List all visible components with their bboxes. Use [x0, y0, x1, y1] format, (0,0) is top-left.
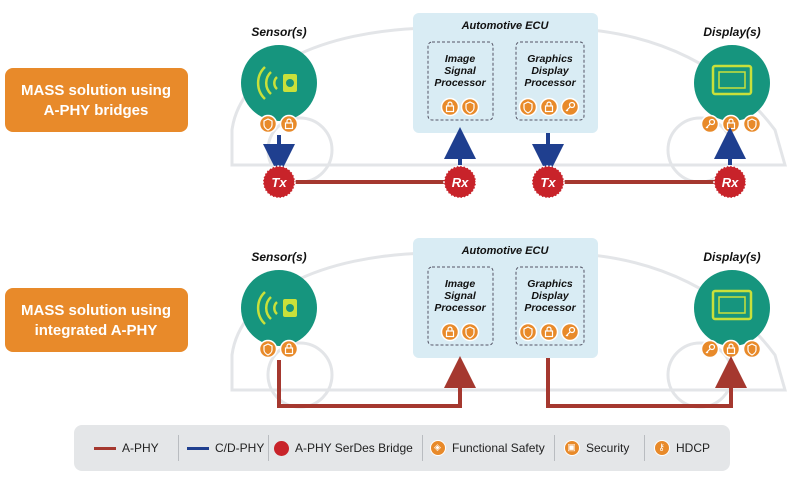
functional-safety-icon [258, 114, 278, 134]
aphy-link [277, 356, 476, 408]
svg-text:Tx: Tx [271, 175, 287, 190]
serdes-bridge-tx: Tx [262, 165, 296, 199]
legend-divider [554, 435, 555, 461]
serdes-bridge-rx: Rx [713, 165, 747, 199]
display-node-2 [694, 270, 770, 346]
legend-aphy-label: A-PHY [122, 441, 159, 455]
functional-safety-icon [460, 97, 480, 117]
sensor-node-1 [241, 45, 317, 121]
display-title-2: Display(s) [703, 250, 760, 264]
hdcp-key-icon: ⚷ [654, 440, 670, 456]
security-lock-icon [539, 97, 559, 117]
legend-cdphy: C/D-PHY [187, 425, 264, 471]
isp-box-2 [427, 266, 494, 346]
functional-safety-icon: ◈ [430, 440, 446, 456]
functional-safety-icon [742, 114, 762, 134]
legend-divider [422, 435, 423, 461]
functional-safety-icon [258, 339, 278, 359]
solution-label-box-1 [5, 68, 188, 132]
functional-safety-icon [518, 322, 538, 342]
legend-functional-safety: ◈ Functional Safety [430, 425, 545, 471]
gdp-box-2 [515, 266, 585, 346]
functional-safety-icon [742, 339, 762, 359]
security-lock-icon [279, 339, 299, 359]
gdp-box-1 [515, 41, 585, 121]
hdcp-key-icon [560, 322, 580, 342]
functional-safety-icon [460, 322, 480, 342]
security-lock-icon [539, 322, 559, 342]
display-monitor-icon [711, 289, 753, 321]
isp-box-1 [427, 41, 494, 121]
legend-bridge-label: A-PHY SerDes Bridge [295, 441, 413, 455]
functional-safety-icon [518, 97, 538, 117]
sensor-node-2 [241, 270, 317, 346]
svg-text:Tx: Tx [540, 175, 556, 190]
legend: A-PHY C/D-PHY A-PHY SerDes Bridge ◈ Func… [74, 425, 730, 471]
legend-divider [178, 435, 179, 461]
legend-security-label: Security [586, 441, 630, 455]
sensor-title-2: Sensor(s) [251, 250, 306, 264]
security-lock-icon [721, 339, 741, 359]
hdcp-key-icon [560, 97, 580, 117]
aphy-link [546, 356, 747, 408]
security-lock-icon [721, 114, 741, 134]
cdphy-line-swatch [187, 446, 209, 450]
serdes-bridge-rx: Rx [443, 165, 477, 199]
legend-cdphy-label: C/D-PHY [215, 441, 265, 455]
hdcp-key-icon [700, 339, 720, 359]
security-lock-icon [279, 114, 299, 134]
hdcp-key-icon [700, 114, 720, 134]
legend-hdcp: ⚷ HDCP [654, 425, 710, 471]
security-lock-icon: ▣ [564, 440, 580, 456]
solution-label-box-2 [5, 288, 188, 352]
security-lock-icon [440, 97, 460, 117]
aphy-line-swatch [94, 446, 116, 450]
ecu-title-2: Automotive ECU [461, 245, 550, 257]
legend-aphy: A-PHY [94, 425, 159, 471]
legend-hdcp-label: HDCP [676, 441, 711, 455]
legend-divider [268, 435, 269, 461]
svg-text:Rx: Rx [722, 175, 739, 190]
wifi-sensor-icon [256, 291, 297, 325]
display-title-1: Display(s) [703, 25, 760, 39]
legend-security: ▣ Security [564, 425, 629, 471]
wifi-sensor-icon [256, 66, 297, 100]
serdes-bridge-tx: Tx [531, 165, 565, 199]
ecu-title-1: Automotive ECU [461, 20, 550, 32]
display-monitor-icon [711, 64, 753, 96]
serdes-bridge-icon [274, 440, 289, 456]
sensor-title-1: Sensor(s) [251, 25, 306, 39]
display-node-1 [694, 45, 770, 121]
security-lock-icon [440, 322, 460, 342]
legend-divider [644, 435, 645, 461]
legend-bridge: A-PHY SerDes Bridge [274, 425, 413, 471]
legend-fs-label: Functional Safety [452, 441, 545, 455]
svg-text:Rx: Rx [452, 175, 469, 190]
